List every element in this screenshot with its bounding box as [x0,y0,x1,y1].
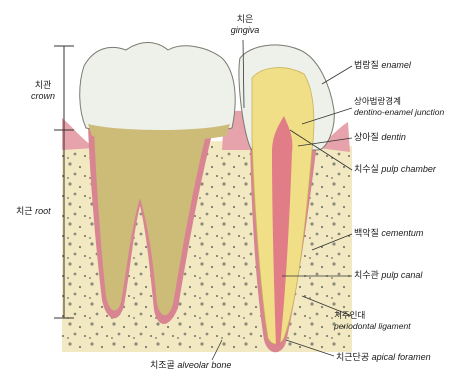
label-pulp-chamber-ko: 치수실 [354,164,379,174]
label-pdl-en: periodontal ligament [334,321,411,332]
label-dentin-ko: 상아질 [354,132,379,142]
label-pdl: 치주인대 periodontal ligament [334,310,411,332]
label-dej-en: dentino-enamel junction [354,107,444,118]
label-cementum-ko: 백악질 [354,228,379,238]
label-pulp-canal: 치수관 pulp canal [354,270,422,281]
label-cementum: 백악질 cementum [354,228,423,239]
molar-crown [80,43,235,135]
label-dentin-en: dentin [381,132,406,142]
label-crown-en: crown [26,91,60,102]
label-dentin: 상아질 dentin [354,132,406,143]
label-pulp-chamber: 치수실 pulp chamber [354,164,436,175]
label-enamel-ko: 법랑질 [354,60,379,70]
label-crown: 치관 crown [26,80,60,102]
label-pulp-canal-en: pulp canal [381,270,422,280]
label-alveolar-bone-en: alveolar bone [177,360,231,370]
label-root: 치근 root [16,206,51,217]
label-root-ko: 치근 [16,206,33,216]
label-root-en: root [35,206,51,216]
label-crown-ko: 치관 [26,80,60,91]
label-dej: 상아법랑경계 dentino-enamel junction [354,96,444,118]
label-alveolar-bone: 치조골 alveolar bone [150,360,231,371]
label-cementum-en: cementum [381,228,423,238]
label-apical-foramen-en: apical foramen [372,352,431,362]
label-enamel-en: enamel [381,60,411,70]
label-enamel: 법랑질 enamel [354,60,411,71]
label-apical-foramen: 치근단공 apical foramen [336,352,431,363]
label-gingiva: 치은 gingiva [222,14,268,36]
label-pulp-canal-ko: 치수관 [354,270,379,280]
label-gingiva-en: gingiva [222,25,268,36]
label-apical-foramen-ko: 치근단공 [336,352,369,362]
label-gingiva-ko: 치은 [222,14,268,25]
label-pulp-chamber-en: pulp chamber [381,164,436,174]
label-dej-ko: 상아법랑경계 [354,96,444,107]
label-pdl-ko: 치주인대 [334,310,411,321]
label-alveolar-bone-ko: 치조골 [150,360,175,370]
